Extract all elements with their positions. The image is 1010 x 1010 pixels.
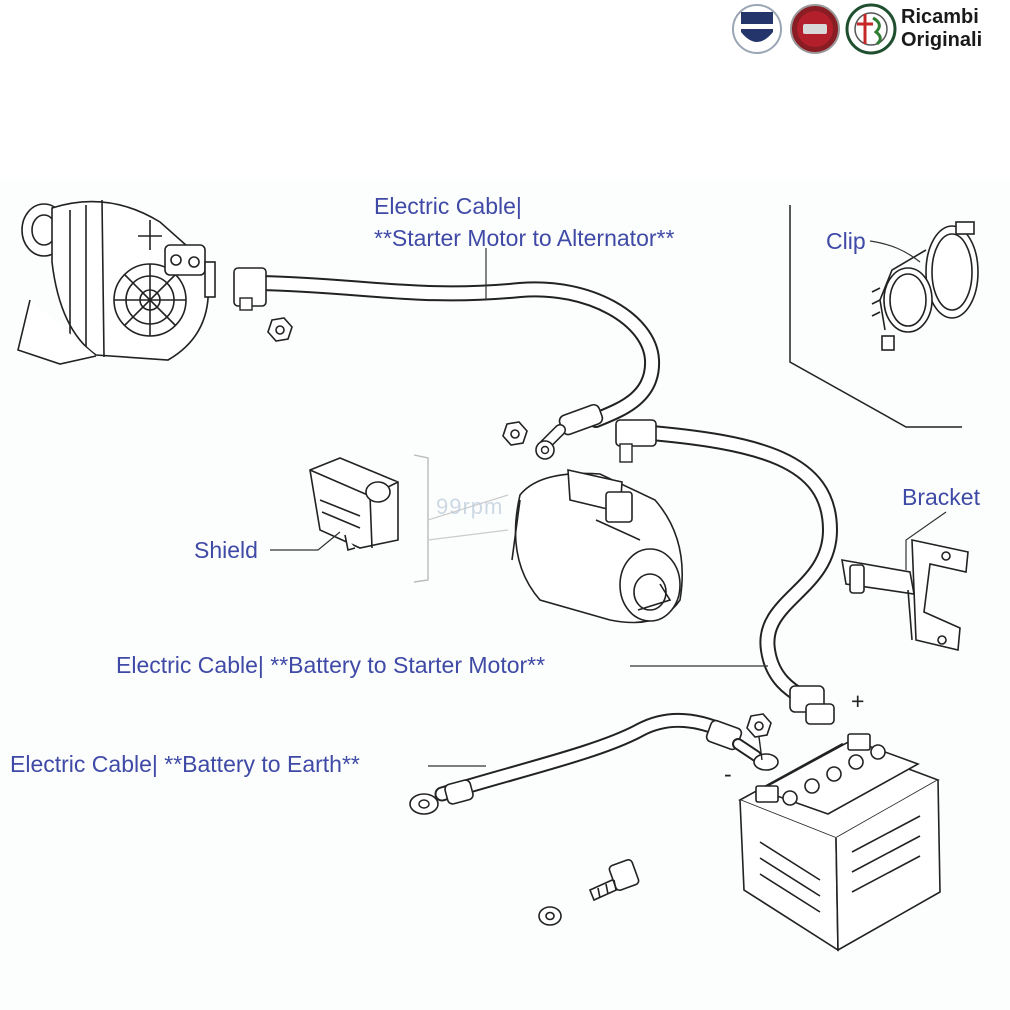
earth-bolt-drawing <box>588 859 640 902</box>
label-bracket: Bracket <box>902 484 980 510</box>
watermark: 99rpm <box>436 494 504 519</box>
battery-drawing <box>738 733 941 952</box>
brand-line-2: Originali <box>901 29 983 51</box>
label-shield: Shield <box>194 537 258 563</box>
brand-line-1: Ricambi <box>901 6 979 28</box>
label-cable-battery-earth: Electric Cable| **Battery to Earth** <box>10 751 360 777</box>
leader-lines <box>270 240 947 767</box>
leader-shield <box>270 531 341 551</box>
nut-2 <box>502 421 528 446</box>
alternator-drawing <box>17 199 216 365</box>
positive-terminal-mark: + <box>851 688 865 714</box>
fiat-logo <box>790 4 840 54</box>
shield-bracket-line <box>413 454 429 583</box>
bracket-drawing <box>841 539 969 651</box>
washer-drawing <box>538 906 562 926</box>
negative-terminal-mark: - <box>724 761 732 787</box>
clip-drawing <box>871 221 979 351</box>
shield-bracket-line-2 <box>427 494 509 541</box>
nut-1 <box>267 317 293 342</box>
leader-bracket <box>905 511 947 570</box>
clip-panel-line <box>789 205 962 428</box>
alfa-romeo-logo <box>845 3 897 55</box>
cable-battery-to-starter-drawing <box>615 419 839 725</box>
cable-battery-to-earth-drawing <box>409 712 779 815</box>
leader-clip <box>869 240 921 263</box>
lancia-logo <box>732 4 782 54</box>
label-cable-battery-starter: Electric Cable| **Battery to Starter Mot… <box>116 652 546 678</box>
shield-drawing <box>309 457 399 552</box>
label-clip: Clip <box>826 228 866 254</box>
label-cable-alternator-line-1: Electric Cable| <box>374 193 522 219</box>
cable-starter-to-alternator-drawing <box>233 267 661 460</box>
starter-motor-drawing <box>511 468 683 624</box>
label-cable-alternator-line-2: **Starter Motor to Alternator** <box>374 225 675 251</box>
battery-nut <box>746 713 772 761</box>
